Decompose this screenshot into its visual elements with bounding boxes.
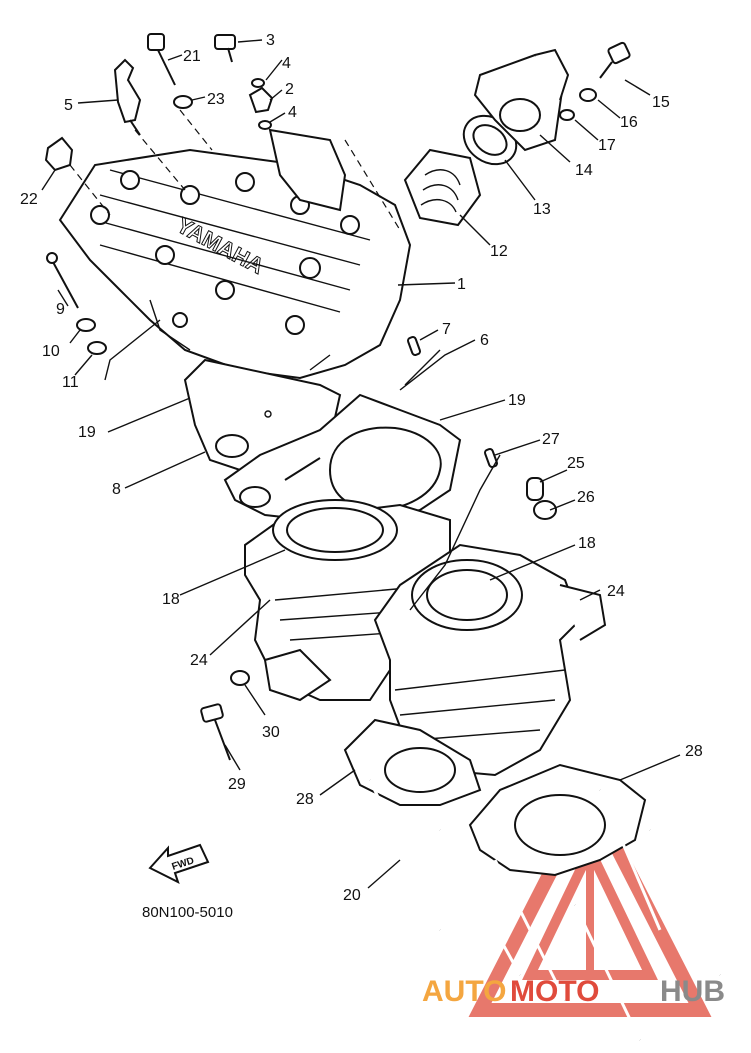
watermark-moto: MOTO — [510, 975, 599, 1008]
callout-3: 3 — [266, 32, 275, 49]
callout-4a: 4 — [282, 55, 291, 72]
callout-28b: 28 — [685, 743, 703, 760]
callout-30: 30 — [262, 724, 280, 741]
washers-10-11 — [76, 318, 107, 355]
bolt-15 — [599, 41, 631, 79]
plug-22 — [44, 136, 74, 172]
leader-lines — [41, 39, 681, 889]
bolt-29 — [200, 703, 231, 761]
cylinder-right — [373, 543, 607, 777]
callout-1: 1 — [457, 276, 466, 293]
callout-15: 15 — [652, 94, 670, 111]
callout-17: 17 — [598, 137, 616, 154]
base-gasket-28-right — [468, 763, 647, 877]
dowel-25 — [526, 477, 544, 501]
washers-16-17 — [559, 88, 597, 121]
diagram-code: 80N100-5010 — [142, 904, 233, 921]
base-gasket-28-left — [343, 718, 482, 806]
callout-4b: 4 — [288, 104, 297, 121]
fitting-2 — [248, 86, 274, 114]
cylinder-head: YAMAHA — [58, 128, 412, 380]
callout-24b: 24 — [607, 583, 625, 600]
callout-11: 11 — [62, 374, 79, 391]
watermark-auto: AUTO — [422, 975, 506, 1008]
head-gasket-19-right — [223, 393, 462, 521]
callout-22: 22 — [20, 191, 38, 208]
callout-24a: 24 — [190, 652, 208, 669]
callout-16: 16 — [620, 114, 638, 131]
bolt-21 — [147, 33, 176, 86]
callout-2: 2 — [285, 81, 294, 98]
bolt-3 — [214, 34, 236, 63]
callout-29: 29 — [228, 776, 246, 793]
o-ring-26 — [533, 500, 557, 520]
callout-19a: 19 — [78, 424, 96, 441]
callout-9: 9 — [56, 301, 65, 318]
callout-8: 8 — [112, 481, 121, 498]
o-ring-30 — [230, 670, 250, 686]
callout-26: 26 — [577, 489, 595, 506]
callout-10: 10 — [42, 343, 60, 360]
fwd-arrow-icon: FWD — [148, 843, 210, 884]
callout-21: 21 — [183, 48, 201, 65]
washer-23 — [173, 95, 193, 109]
callout-5: 5 — [64, 97, 73, 114]
callout-13: 13 — [533, 201, 551, 218]
thermostat-12 — [403, 148, 482, 227]
callout-27: 27 — [542, 431, 560, 448]
callout-labels: 1 2 3 4 4 5 6 7 8 9 10 11 12 13 14 15 16… — [20, 32, 703, 904]
callout-20: 20 — [343, 887, 361, 904]
callout-12: 12 — [490, 243, 508, 260]
pin-7 — [407, 336, 421, 356]
callout-28a: 28 — [296, 791, 314, 808]
callout-19b: 19 — [508, 392, 526, 409]
callout-25: 25 — [567, 455, 585, 472]
callout-23: 23 — [207, 91, 225, 108]
watermark-triangle-icon — [468, 779, 712, 1017]
callout-18a: 18 — [162, 591, 180, 608]
callout-6: 6 — [480, 332, 489, 349]
callout-14: 14 — [575, 162, 593, 179]
spark-plug-5 — [113, 58, 142, 136]
callout-7: 7 — [442, 321, 451, 338]
callout-18b: 18 — [578, 535, 596, 552]
thermostat-cover-14 — [473, 48, 570, 152]
pin-27 — [484, 448, 498, 468]
bolt-9 — [46, 252, 79, 309]
watermark-logo: AUTO MOTO HUB — [422, 975, 725, 1008]
stud-bolts-20 — [368, 779, 722, 1041]
o-rings-4 — [251, 78, 272, 130]
watermark-hub: HUB — [660, 975, 725, 1008]
